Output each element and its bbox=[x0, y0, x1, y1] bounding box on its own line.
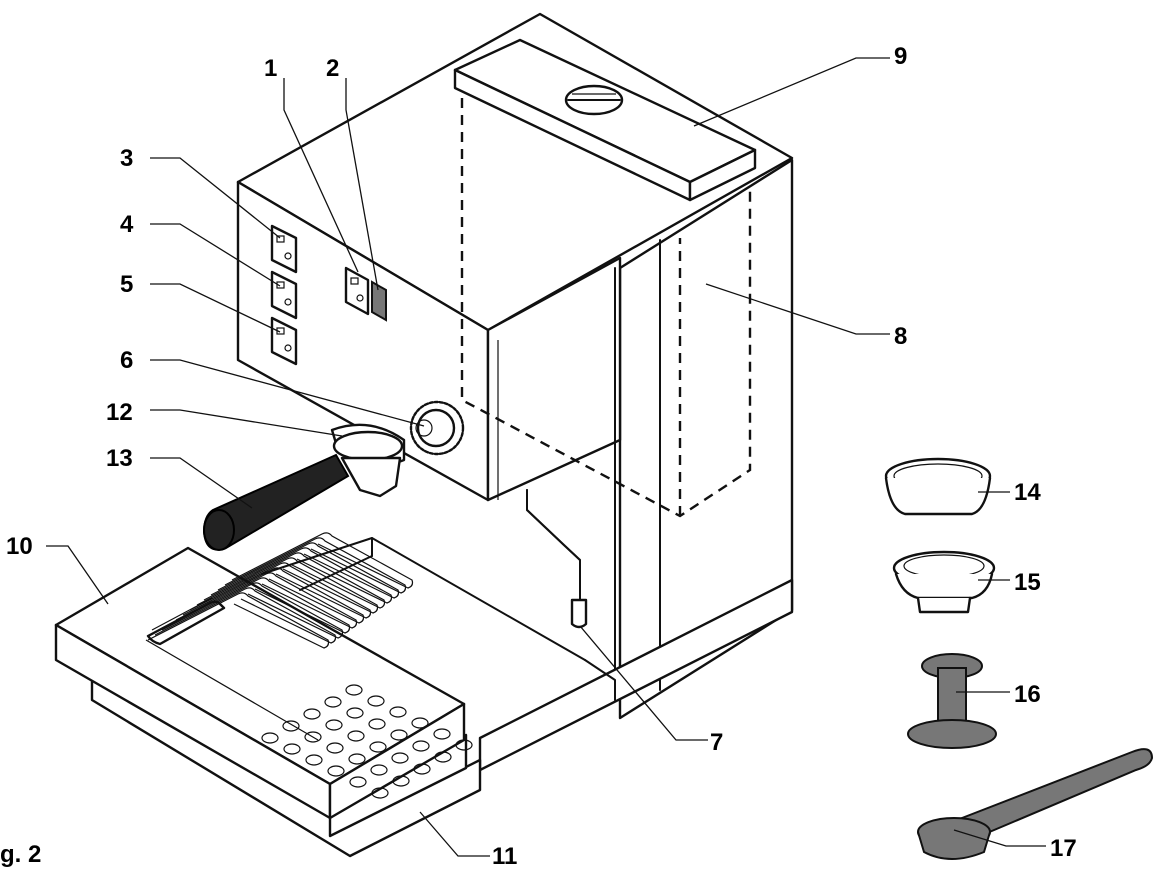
drip-hole bbox=[348, 753, 366, 765]
callout-9: 9 bbox=[894, 43, 907, 70]
drip-holes bbox=[261, 684, 473, 799]
drip-hole bbox=[433, 728, 451, 740]
drip-hole bbox=[326, 742, 344, 754]
drip-hole bbox=[434, 751, 452, 763]
callout-1: 1 bbox=[264, 55, 277, 82]
drip-hole bbox=[413, 763, 431, 775]
portafilter bbox=[202, 453, 402, 551]
drip-hole bbox=[346, 707, 364, 719]
group-head bbox=[330, 423, 406, 467]
callout-3: 3 bbox=[120, 145, 133, 172]
switch-5 bbox=[270, 316, 298, 366]
steam-wand bbox=[526, 489, 588, 629]
switch-1 bbox=[344, 266, 370, 316]
drip-slot bbox=[203, 552, 386, 609]
callout-11: 11 bbox=[492, 843, 517, 870]
drip-slot bbox=[217, 542, 400, 599]
drip-hole bbox=[369, 741, 387, 753]
drip-hole bbox=[303, 708, 321, 720]
drip-hole bbox=[392, 775, 410, 787]
callout-2: 2 bbox=[326, 55, 339, 82]
filter-basket-1-cup bbox=[892, 550, 996, 614]
callout-16: 16 bbox=[1014, 681, 1041, 708]
drip-hole bbox=[411, 717, 429, 729]
drip-hole bbox=[391, 752, 409, 764]
drip-hole bbox=[347, 730, 365, 742]
drip-slot bbox=[182, 567, 365, 624]
drip-tray bbox=[54, 546, 482, 858]
drip-hole bbox=[371, 787, 389, 799]
callout-7: 7 bbox=[710, 729, 723, 756]
indicator-light-2 bbox=[371, 280, 387, 322]
drip-hole bbox=[412, 740, 430, 752]
callout-12: 12 bbox=[106, 399, 133, 426]
filter-basket-2-cup bbox=[884, 457, 992, 516]
drip-hole bbox=[283, 743, 301, 755]
drip-hole bbox=[368, 718, 386, 730]
drip-slot bbox=[224, 537, 407, 594]
drip-hole bbox=[455, 739, 473, 751]
drip-hole bbox=[367, 695, 385, 707]
drip-slots bbox=[145, 532, 473, 799]
drip-slot bbox=[168, 577, 351, 634]
drip-slot bbox=[161, 582, 344, 639]
switches bbox=[270, 224, 387, 366]
drip-hole bbox=[370, 764, 388, 776]
drip-hole bbox=[390, 729, 408, 741]
callout-4: 4 bbox=[120, 211, 134, 238]
drip-hole bbox=[261, 732, 279, 744]
measuring-scoop bbox=[917, 748, 1154, 860]
drip-slot bbox=[189, 562, 372, 619]
drip-slot bbox=[175, 572, 358, 629]
drip-hole bbox=[305, 754, 323, 766]
callout-15: 15 bbox=[1014, 569, 1041, 596]
drip-hole bbox=[304, 731, 322, 743]
callout-5: 5 bbox=[120, 271, 133, 298]
drip-slot bbox=[196, 557, 379, 614]
drip-slot bbox=[231, 532, 414, 589]
drip-slot bbox=[154, 587, 337, 644]
callout-10: 10 bbox=[6, 533, 33, 560]
callout-13: 13 bbox=[106, 445, 133, 472]
callout-14: 14 bbox=[1014, 479, 1041, 506]
water-tank bbox=[460, 98, 752, 518]
switch-4 bbox=[270, 270, 298, 320]
figure-caption: g. 2 bbox=[0, 841, 41, 868]
switch-3 bbox=[270, 224, 298, 274]
tamper bbox=[907, 653, 997, 749]
callout-labels: 1 2 3 4 5 6 7 8 9 10 11 12 13 14 15 16 1… bbox=[0, 43, 1077, 870]
tank-lid bbox=[453, 38, 757, 202]
callout-8: 8 bbox=[894, 323, 907, 350]
drip-hole bbox=[389, 706, 407, 718]
drip-hole bbox=[349, 776, 367, 788]
drip-hole bbox=[325, 719, 343, 731]
steam-knob bbox=[409, 400, 465, 456]
leader-lines bbox=[46, 57, 1046, 857]
drip-slot bbox=[210, 547, 393, 604]
drip-hole bbox=[282, 720, 300, 732]
callout-17: 17 bbox=[1050, 835, 1077, 862]
drip-slot bbox=[147, 592, 330, 649]
callout-6: 6 bbox=[120, 347, 133, 374]
drip-hole bbox=[324, 696, 342, 708]
drip-hole bbox=[327, 765, 345, 777]
drip-hole bbox=[345, 684, 363, 696]
